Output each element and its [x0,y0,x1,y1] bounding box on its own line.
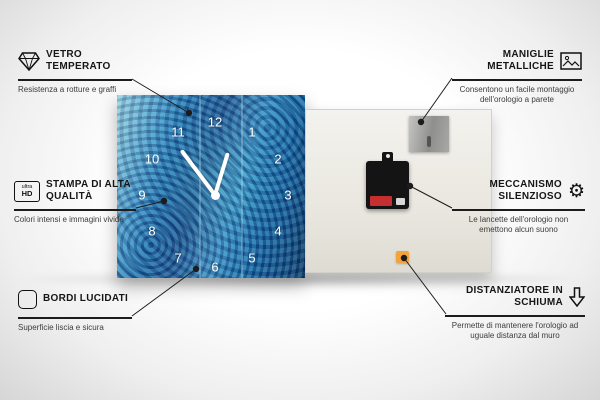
clock-number: 4 [274,224,281,239]
rounded-square-icon [18,289,37,309]
metal-hanger-plate [409,116,449,152]
callout-vetro-temperato: VETRO TEMPERATO Resistenza a rotture e g… [18,46,132,95]
callout-header: MANIGLIE METALLICHE [452,46,582,81]
clock-number: 11 [171,125,185,140]
hanger-hook [382,152,393,163]
callout-title: VETRO TEMPERATO [46,48,111,73]
clock-number: 9 [138,188,145,203]
clock-number: 1 [248,125,255,140]
callout-title: DISTANZIATORE IN SCHIUMA [465,284,563,309]
picture-frame-icon [560,52,582,70]
callout-title: BORDI LUCIDATI [43,292,129,304]
callout-subtitle: Colori intensi e immagini vivide [14,215,124,224]
ultra-hd-icon-label-bottom: HD [21,189,33,198]
battery [370,196,392,206]
callout-maniglie-metalliche: MANIGLIE METALLICHE Consentono un facile… [452,46,582,106]
callout-bordi-lucidati: BORDI LUCIDATI Superficie liscia e sicur… [18,284,132,333]
diamond-icon [18,51,40,71]
clock-number: 7 [174,251,181,266]
callout-header: ⚙ MECCANISMO SILENZIOSO [452,176,585,211]
clock-number: 12 [208,115,222,130]
ultra-hd-icon: ultra HD [14,180,40,202]
callout-header: BORDI LUCIDATI [18,284,132,319]
glass-panel-seam [241,95,243,278]
callout-subtitle: Superficie liscia e sicura [18,323,104,332]
callout-title: STAMPA DI ALTA QUALITÀ [46,178,131,203]
ultra-hd-icon-label-top: ultra [21,183,33,190]
clock-center-cap [211,191,220,200]
clock-number: 6 [211,260,218,275]
clock-number: 8 [148,224,155,239]
clock-number: 3 [284,188,291,203]
callout-subtitle: Permette di mantenere l'orologio ad ugua… [451,321,579,341]
glass-panel-seam [199,95,201,278]
clock-number: 10 [145,152,159,167]
hanger-slot [427,136,431,147]
callout-header: VETRO TEMPERATO [18,46,132,81]
callout-header: DISTANZIATORE IN SCHIUMA [445,282,585,317]
callout-distanziatore-schiuma: DISTANZIATORE IN SCHIUMA Permette di man… [445,282,585,342]
down-arrow-icon [569,287,585,307]
clock-front-panel: 12 1 2 3 4 5 6 7 8 9 10 11 [117,95,305,278]
callout-subtitle: Resistenza a rotture e graffi [18,85,117,94]
clock-mechanism [366,152,409,209]
callout-title: MANIGLIE METALLICHE [487,48,554,73]
callout-meccanismo-silenzioso: ⚙ MECCANISMO SILENZIOSO Le lancette dell… [452,176,585,236]
clock-number: 5 [248,251,255,266]
glass-reflection [117,95,305,278]
clock-number: 2 [274,152,281,167]
foam-spacer [396,251,409,263]
callout-stampa-alta-qualita: ultra HD STAMPA DI ALTA QUALITÀ Colori i… [14,176,136,225]
mechanism-detail [396,198,405,205]
callout-subtitle: Consentono un facile montaggio dell'orol… [459,85,575,105]
wall-clock-product: 12 1 2 3 4 5 6 7 8 9 10 11 [117,95,492,278]
hanger-hook-hole [385,154,390,158]
callout-title: MECCANISMO SILENZIOSO [489,178,562,203]
callout-subtitle: Le lancette dell'orologio non emettono a… [468,215,569,235]
gear-icon: ⚙ [567,180,585,202]
callout-header: ultra HD STAMPA DI ALTA QUALITÀ [14,176,136,211]
